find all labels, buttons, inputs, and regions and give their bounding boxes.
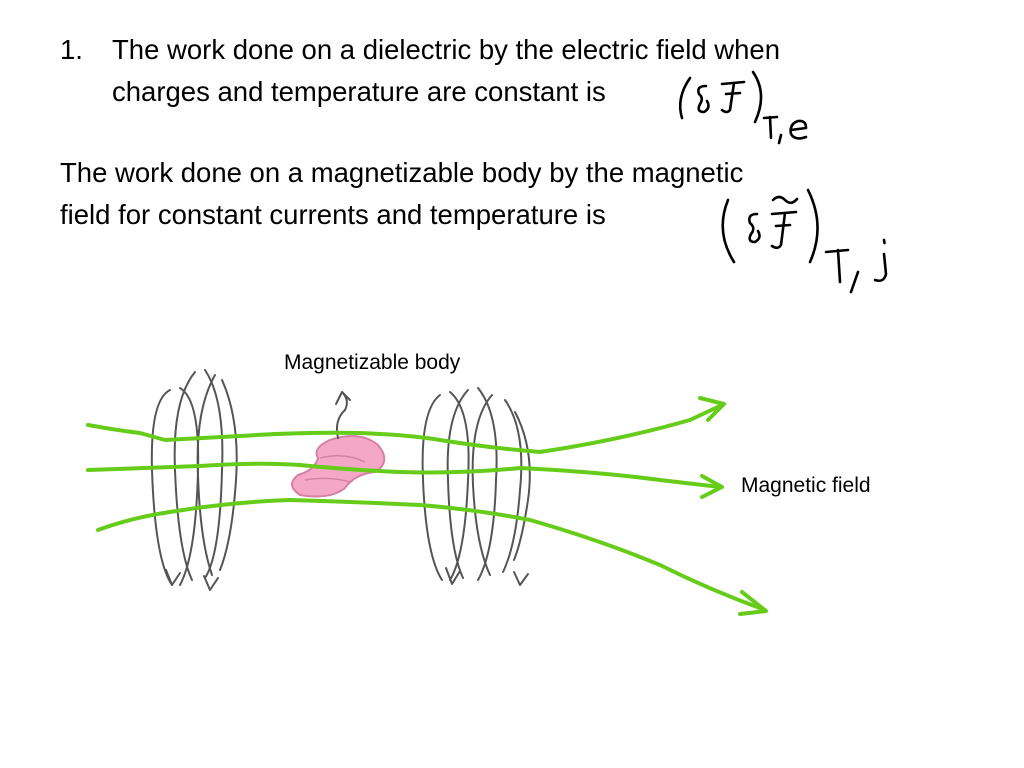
left-coil — [150, 369, 238, 591]
right-coil — [421, 387, 531, 586]
dielectric-text-line-1: The work done on a dielectric by the ele… — [112, 34, 780, 65]
magnetic-text-line-1: The work done on a magnetizable body by … — [60, 157, 744, 188]
handwritten-formula-magnetic — [721, 188, 888, 294]
magnetic-field-lines — [86, 396, 768, 616]
magnetizable-body-label: Magnetizable body — [284, 351, 461, 374]
handwritten-formula-dielectric — [678, 70, 808, 145]
magnetic-field-label: Magnetic field — [741, 474, 871, 497]
magnetizable-body — [291, 391, 386, 498]
dielectric-text-line-2: charges and temperature are constant is — [112, 76, 606, 107]
list-number: 1. — [60, 34, 83, 65]
magnetic-text-line-2: field for constant currents and temperat… — [60, 199, 606, 230]
